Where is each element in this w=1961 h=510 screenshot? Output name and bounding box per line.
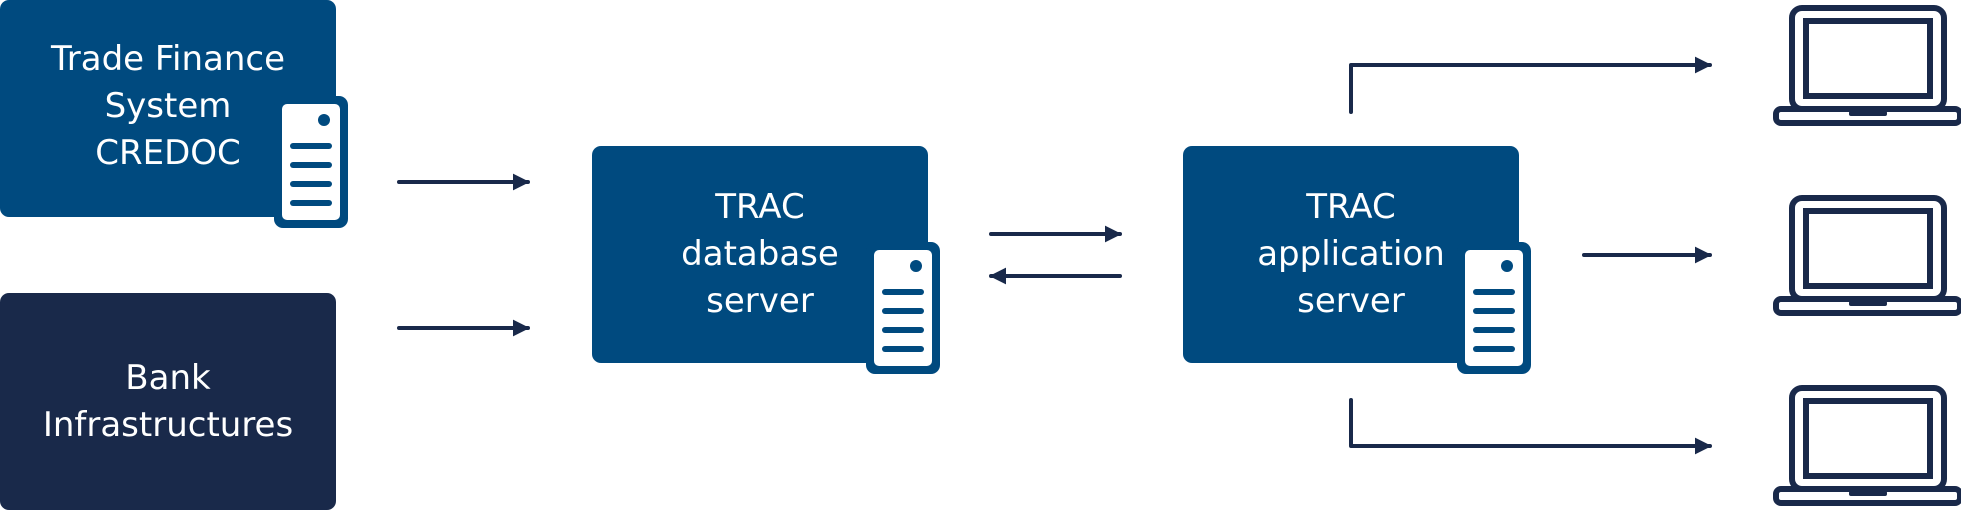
bank-infrastructures-label: Bank Infrastructures	[42, 357, 294, 445]
trade-finance-label: Trade Finance System CREDOC	[51, 38, 285, 173]
laptop-icon	[1776, 388, 1960, 503]
trac-application-server-label: TRAC application server	[1257, 187, 1445, 321]
server-icon	[1457, 242, 1531, 374]
arrow-icon	[1349, 56, 1712, 114]
laptop-icon	[1776, 198, 1960, 313]
trac-database-server-label: TRAC database server	[681, 187, 839, 321]
server-icon	[866, 242, 940, 374]
bank-infrastructures-box: Bank Infrastructures	[0, 293, 336, 510]
arrow-icon	[1349, 398, 1712, 455]
laptop-icon	[1776, 8, 1960, 123]
server-icon	[274, 96, 348, 228]
